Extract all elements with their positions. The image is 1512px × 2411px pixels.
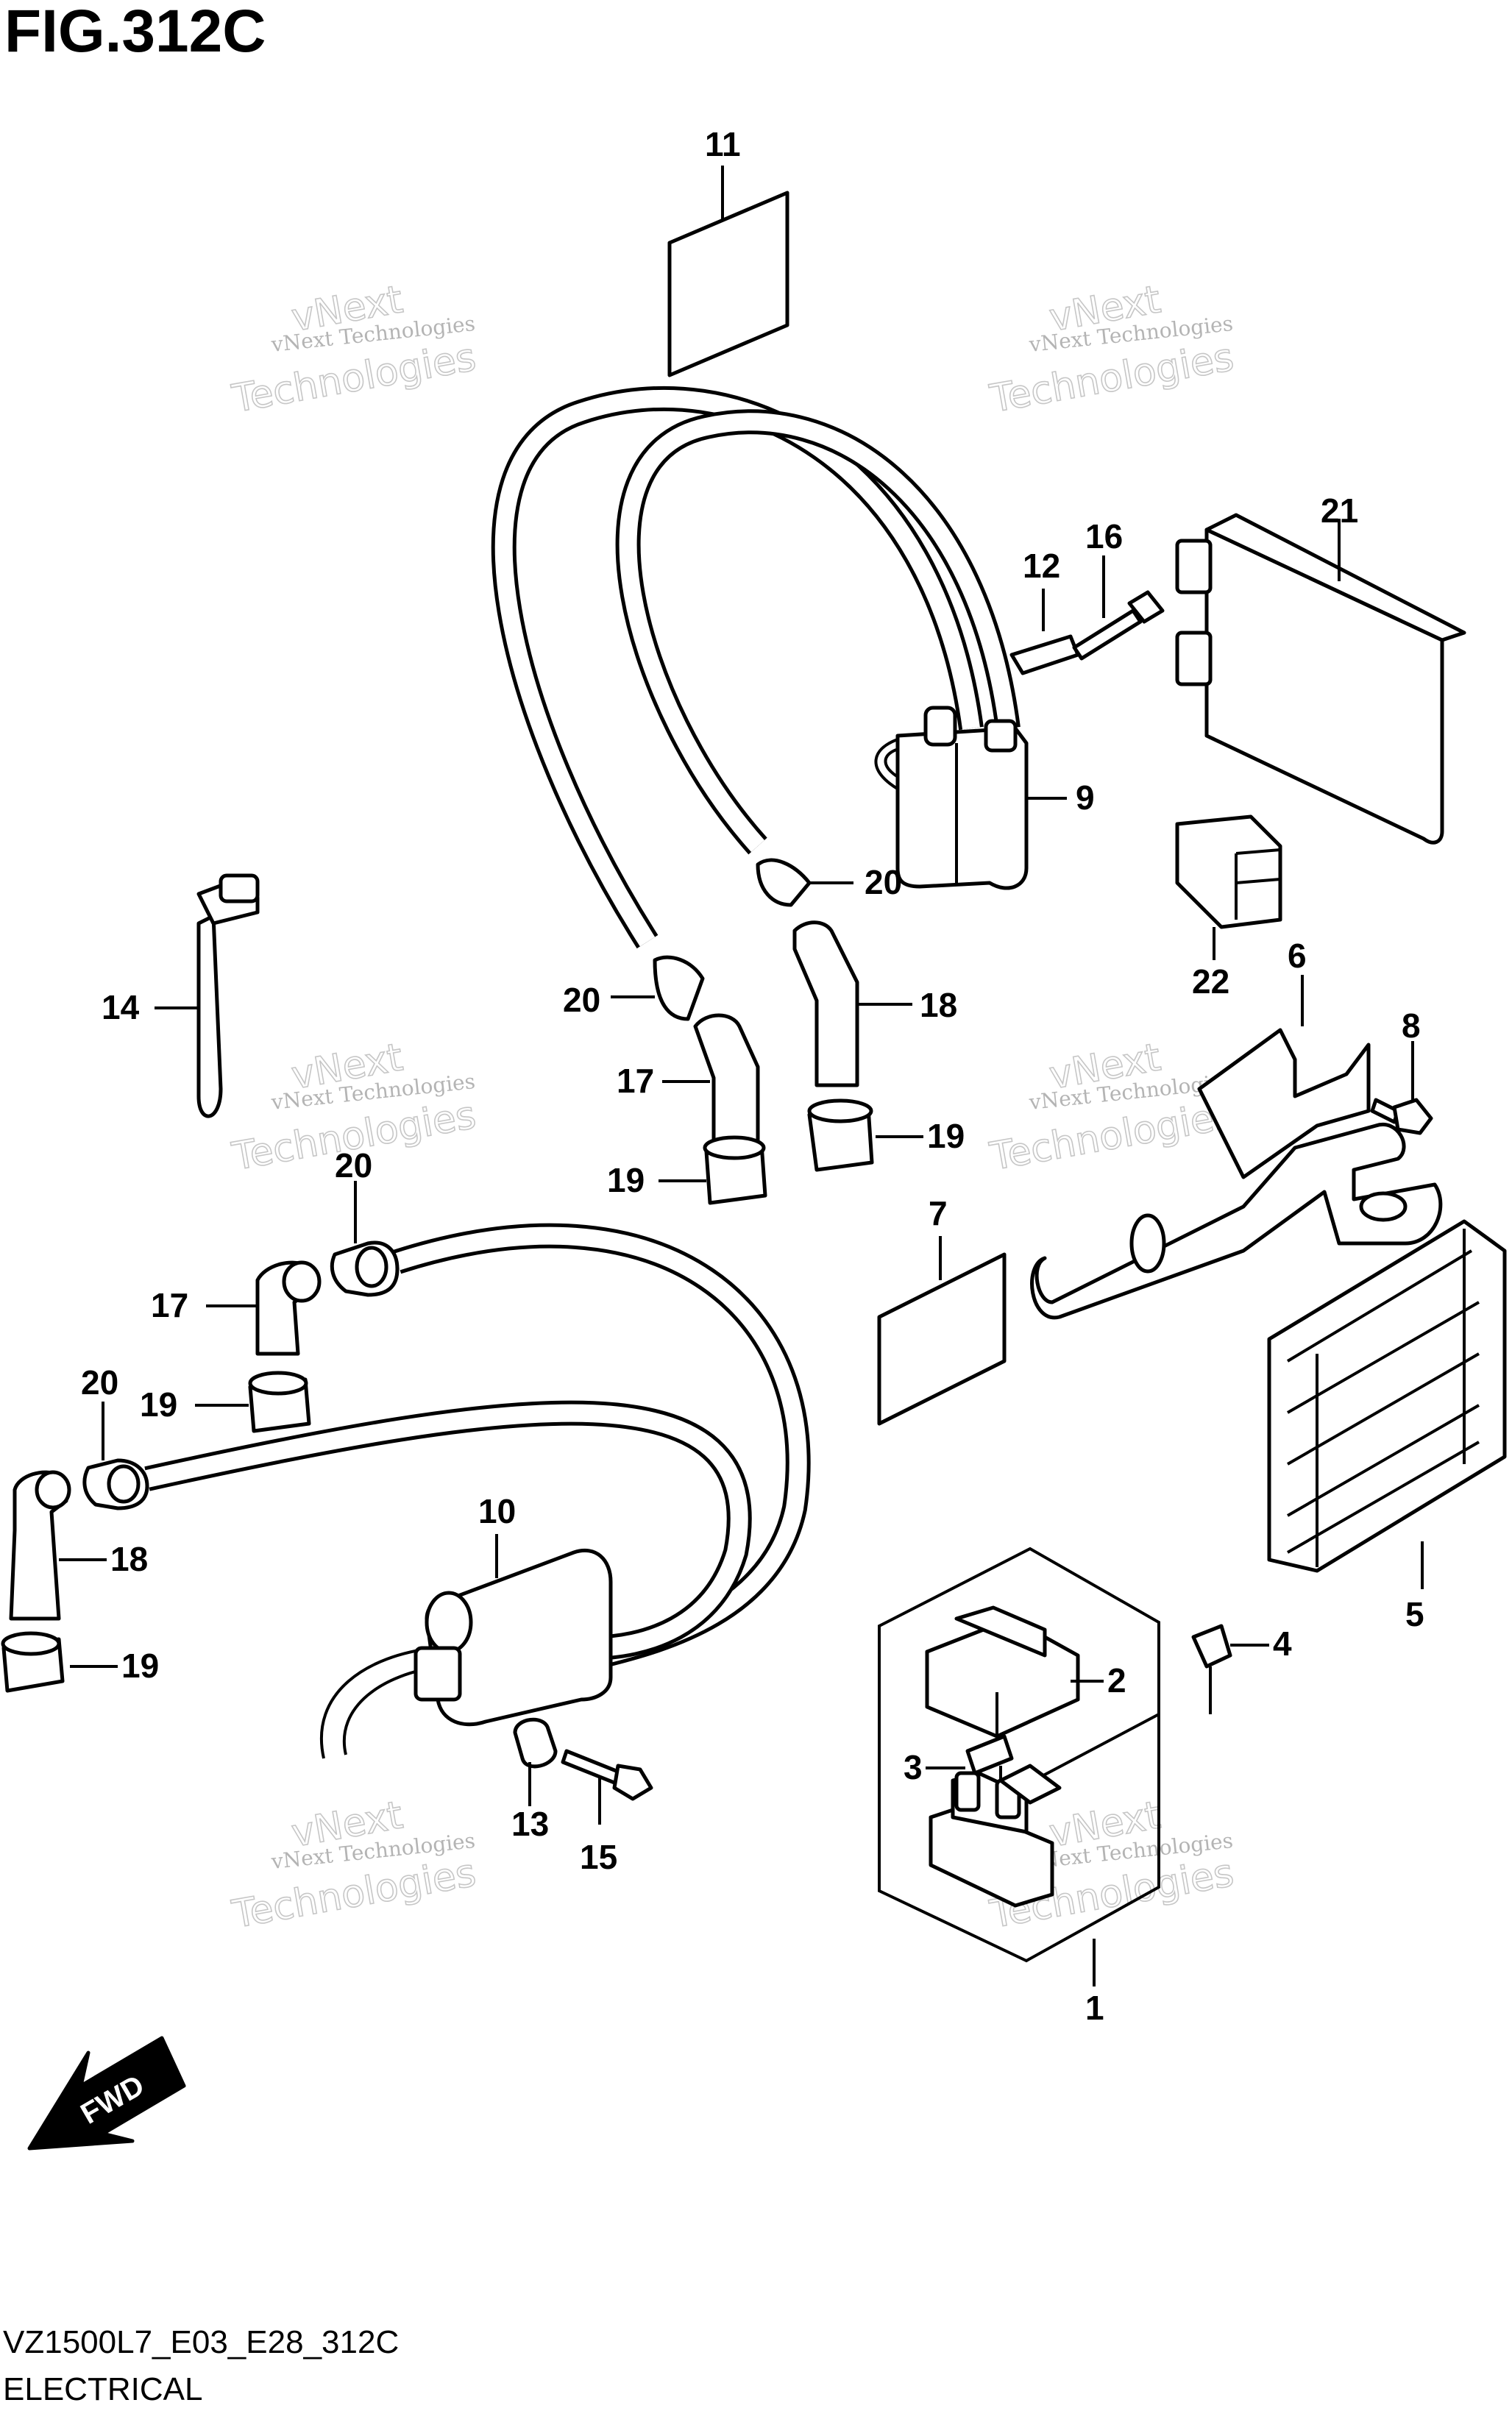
part-17-cap-upper: [662, 1013, 760, 1157]
callout-17-upper: 17: [617, 1062, 654, 1100]
part-22-connector: [1175, 814, 1282, 960]
watermark-mid-right: vNext Technologies vNext Technologies: [986, 1035, 1238, 1180]
watermark-top-right: vNext Technologies vNext Technologies: [986, 277, 1238, 422]
part-10-ignition-coil: [319, 1534, 613, 1759]
part-5-regulator: [1267, 1219, 1507, 1589]
callout-20-lower-mid: 20: [335, 1146, 372, 1185]
figure-code: VZ1500L7_E03_E28_312C: [3, 2324, 399, 2360]
callout-10: 10: [478, 1492, 516, 1530]
part-14-cable-tie: [155, 873, 260, 1118]
part-17-cap-lower: [206, 1260, 322, 1356]
part-1-starter-relay-assembly: [878, 1547, 1160, 1986]
part-4-screw: [1191, 1624, 1269, 1714]
part-15-bolt: [561, 1749, 653, 1825]
part-19-boot-upper-left: [659, 1135, 767, 1205]
callout-17-lower: 17: [151, 1286, 188, 1324]
callout-12: 12: [1023, 547, 1060, 585]
lower-ignition-cords: [144, 1223, 811, 1668]
part-12-spacer: [1009, 589, 1080, 675]
callout-14: 14: [102, 988, 140, 1026]
part-7-label: [877, 1236, 1007, 1426]
part-2-relay-cover: [925, 1605, 1104, 1739]
part-6-bracket: [1030, 975, 1443, 1320]
callout-9: 9: [1076, 778, 1095, 817]
part-20-plug-upper-right: [756, 858, 853, 907]
part-19-boot-upper-right: [807, 1098, 923, 1172]
callout-2: 2: [1107, 1661, 1126, 1700]
callout-6: 6: [1288, 937, 1307, 975]
callout-4: 4: [1273, 1625, 1292, 1663]
part-11-label: [667, 166, 789, 377]
upper-ignition-cords: [491, 386, 1021, 949]
callout-numbers: 11 12 16 21 9 20 22 6 8 14 20 18 17 19 1…: [81, 125, 1424, 2027]
fwd-arrow: FWD: [27, 2036, 186, 2151]
part-9-ignition-coil: [874, 706, 1067, 890]
part-19-boot-lower-mid: [195, 1371, 311, 1433]
callout-11: 11: [705, 125, 741, 163]
callout-16: 16: [1085, 517, 1123, 555]
part-20-plug-upper-left: [611, 955, 705, 1021]
callout-1: 1: [1085, 1989, 1104, 2027]
callout-18-upper: 18: [920, 986, 957, 1024]
part-19-boot-lower-left: [1, 1631, 118, 1693]
callout-20-upper-right: 20: [865, 863, 902, 901]
part-3-fuse: [926, 1734, 1014, 1788]
callout-18-lower: 18: [110, 1540, 148, 1578]
callout-21: 21: [1321, 491, 1358, 530]
callout-20-lower-left: 20: [81, 1363, 118, 1402]
part-8-screw: [1370, 1041, 1433, 1135]
callout-15: 15: [580, 1838, 617, 1876]
callout-22: 22: [1192, 962, 1229, 1001]
figure-section: ELECTRICAL: [3, 2371, 202, 2407]
callout-13: 13: [511, 1805, 549, 1843]
part-21-control-unit: [1175, 513, 1466, 845]
callout-20-upper-left: 20: [563, 981, 600, 1019]
callout-19-upper-right: 19: [927, 1117, 965, 1155]
callout-7: 7: [929, 1194, 948, 1232]
figure-title: FIG.312C: [4, 0, 266, 65]
part-20-plug-lower-left: [82, 1402, 149, 1510]
callout-19-lower-mid: 19: [140, 1385, 177, 1424]
part-18-cap-upper: [792, 920, 912, 1087]
part-18-cap-lower: [9, 1470, 107, 1621]
callout-5: 5: [1405, 1595, 1424, 1633]
watermark-top-left: vNext Technologies vNext Technologies: [228, 277, 480, 422]
callout-3: 3: [904, 1748, 923, 1786]
callout-19-upper-left: 19: [607, 1161, 645, 1199]
part-16-bolt: [1072, 555, 1165, 661]
callout-8: 8: [1402, 1006, 1421, 1045]
part-20-plug-lower-mid: [330, 1181, 400, 1297]
watermark-bottom-left: vNext Technologies vNext Technologies: [228, 1793, 480, 1938]
part-13-spacer: [513, 1717, 558, 1806]
callout-19-lower-left: 19: [121, 1647, 159, 1685]
